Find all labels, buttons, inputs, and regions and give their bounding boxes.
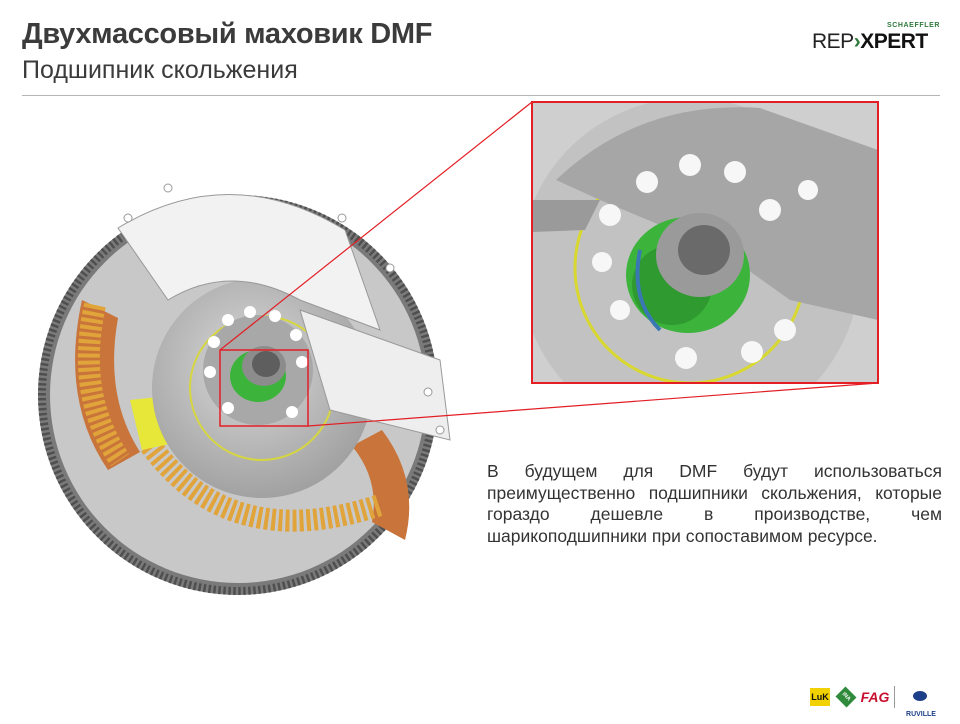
arc-spring-left	[77, 302, 130, 467]
brand-logo-strip: LuK INA FAG RUVILLE	[810, 686, 942, 718]
logo-chevron-icon: ›	[853, 30, 861, 53]
luk-logo: LuK	[810, 688, 830, 706]
connector-line-bottom	[307, 382, 879, 427]
zoom-detail	[532, 102, 878, 383]
repxpert-logo: SCHAEFFLER REP›XPERT	[808, 18, 940, 58]
flywheel-assembly	[38, 183, 451, 595]
logo-rep: REP	[812, 30, 854, 53]
arc-spring-bottom	[141, 438, 384, 532]
highlight-box-small	[219, 349, 309, 427]
spring-housing-right	[352, 430, 410, 540]
cover-arm-right	[299, 309, 451, 441]
ruville-logo-text: RUVILLE	[906, 711, 936, 718]
repxpert-wordmark: REP›XPERT	[812, 30, 928, 54]
logo-separator	[894, 686, 895, 708]
schaeffler-logo-text: SCHAEFFLER	[886, 22, 940, 29]
ina-logo: INA	[835, 686, 857, 708]
ruville-emblem-icon	[913, 691, 927, 702]
page-subtitle: Подшипник скольжения	[22, 56, 298, 84]
fag-logo: FAG	[860, 689, 890, 705]
body-paragraph: В будущем для DMF будут использоваться п…	[487, 461, 942, 546]
logo-xpert: XPERT	[860, 30, 928, 53]
page-title: Двухмассовый маховик DMF	[22, 18, 433, 50]
dmf-flywheel-illustration	[38, 101, 879, 595]
header-divider	[22, 95, 940, 96]
ruville-logo: RUVILLE	[900, 688, 942, 718]
connector-line-top	[219, 101, 533, 351]
highlight-box-zoom	[531, 101, 879, 384]
secondary-flywheel-cover	[117, 194, 381, 331]
